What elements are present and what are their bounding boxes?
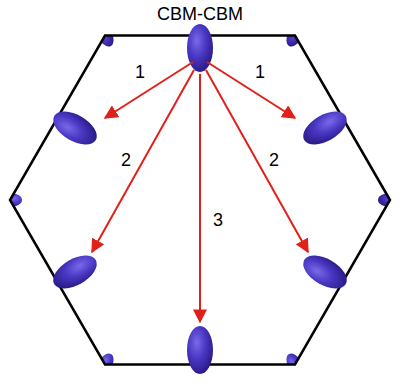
path-number: 1 (133, 62, 147, 82)
path-number: 2 (267, 150, 281, 170)
scattering-arrow (105, 62, 193, 118)
valley-ellipsoid (48, 249, 103, 296)
hexagon-outline (10, 36, 390, 365)
valley-ellipsoid (48, 105, 103, 152)
scattering-arrows (92, 62, 308, 322)
scattering-arrow (199, 74, 201, 322)
corner-valleys (0, 22, 402, 379)
valley-ellipsoid (187, 326, 213, 374)
figure-title: CBM-CBM (155, 4, 245, 24)
path-number: 3 (211, 210, 225, 230)
path-number: 2 (119, 150, 133, 170)
scattering-arrow (206, 70, 308, 252)
valley-ellipsoid (187, 24, 213, 72)
valley-ellipsoid (298, 249, 353, 296)
path-number: 1 (253, 62, 267, 82)
valleys (48, 24, 353, 374)
scattering-arrow (92, 70, 194, 252)
valley-ellipsoid (298, 105, 353, 152)
scattering-arrow (207, 62, 295, 118)
